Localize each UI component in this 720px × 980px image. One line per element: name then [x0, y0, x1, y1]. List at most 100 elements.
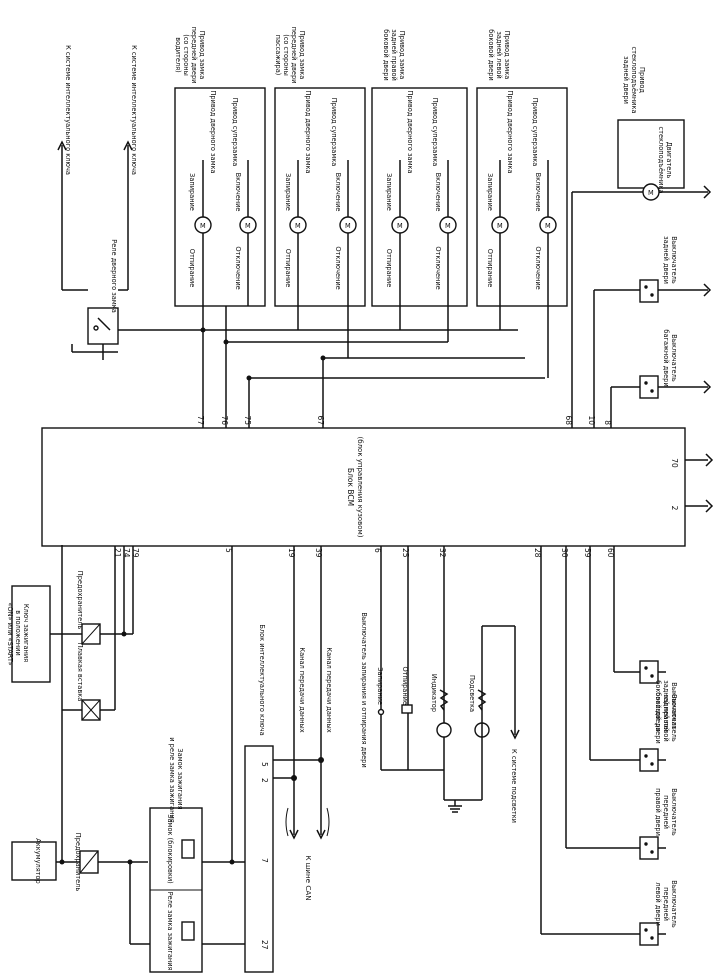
rear-motor-label: Двигательстеклоподъёмника: [657, 127, 673, 194]
actuator-2-motor1: Привод дверного замка: [304, 90, 312, 173]
actuator-2-motor2: Привод суперзамка: [330, 98, 338, 167]
door-switch-fl: Выключательпереднейлевой двери: [540, 546, 678, 946]
bcm-pin-28: 28: [533, 548, 542, 558]
smart-key-pin-7: 7: [260, 858, 269, 863]
bcm-frame: [41, 427, 686, 547]
svg-text:M: M: [245, 222, 251, 230]
actuator-1-unlock: Отпирание: [188, 249, 196, 288]
bcm-pin-6: 6: [373, 548, 382, 553]
actuator-2: Привод замкапередней двери(со стороныпас…: [274, 27, 366, 358]
bcm-pin-59: 59: [583, 548, 592, 558]
actuator-2-lock: Запирание: [284, 173, 292, 211]
ignition-key: Ключ зажигания в положении «ON» или «STA…: [6, 585, 51, 683]
svg-text:M: M: [545, 222, 551, 230]
actuator-4-lock: Запирание: [486, 173, 494, 211]
bcm-pin-19: 19: [287, 548, 296, 558]
can-low-label: Канал передачи данных: [325, 647, 333, 732]
bcm-pin-70: 70: [670, 458, 679, 468]
actuator-3-unlock: Отпирание: [385, 249, 393, 288]
bcm-pin-32: 32: [438, 548, 447, 558]
actuator-1-off: Отключение: [234, 246, 242, 289]
actuator-1-motor2: Привод суперзамка: [231, 98, 239, 167]
bcm-pin-75: 75: [243, 415, 252, 425]
actuator-4-unlock: Отпирание: [486, 249, 494, 288]
can-bracket: [285, 807, 330, 837]
smart-key-pin-27: 27: [260, 940, 269, 950]
bcm-pin-68: 68: [564, 415, 573, 425]
svg-text:M: M: [445, 222, 451, 230]
actuator-1-motor1: Привод дверного замка: [209, 90, 217, 173]
ignition-label: Ключ зажигания в положении «ON» или «STA…: [6, 602, 30, 665]
actuator-2-title: Привод замкапередней двери(со стороныпас…: [274, 27, 306, 84]
actuator-4-motor2: Привод суперзамка: [531, 98, 539, 167]
actuator-4-motor1: Привод дверного замка: [506, 90, 514, 173]
door-lock-relay-label: Реле дверного замка: [110, 239, 118, 313]
rear-switch-2-label: Выключательбагажной двери: [662, 329, 678, 386]
bcm-pin-21: 21: [113, 548, 122, 558]
actuator-4: Привод замказадней левойбоковой двери M …: [476, 29, 568, 378]
svg-text:M: M: [200, 222, 206, 230]
svg-text:M: M: [497, 222, 503, 230]
door-switch-fr-label: Выключательпереднейправой двери: [654, 788, 678, 836]
actuator-4-title: Привод замказадней левойбоковой двери: [487, 29, 511, 80]
bcm-pin-39: 39: [314, 548, 323, 558]
bcm-pin-2: 2: [670, 506, 679, 511]
rear-switch-1-label: Выключательзадней двери: [662, 236, 678, 284]
smart-key-pin-5: 5: [260, 762, 269, 767]
ignition-lock-label: Замок (блокировки): [166, 814, 174, 883]
rear-switch-1: Выключательзадней двери: [593, 236, 712, 428]
bcm-pin-10: 10: [587, 415, 596, 425]
fuse-link-label: Плавкая вставка: [76, 643, 84, 702]
bcm-title: Блок BCM: [346, 468, 355, 506]
to-intel-1-label: К системе интеллектуального ключа: [64, 45, 72, 175]
bcm-pin-25: 25: [401, 548, 410, 558]
door-switch-fl-label: Выключательпереднейлевой двери: [654, 880, 678, 928]
actuator-1-on: Включение: [234, 173, 242, 212]
rear-switch-2: Выключательбагажной двери: [610, 329, 712, 428]
lock-contact: [377, 708, 385, 716]
switch-lock-label: Запирание: [376, 667, 384, 705]
fuses: Предохранитель Плавкая вставка Предохран…: [50, 545, 134, 892]
switch-ground: [448, 805, 462, 813]
ignition-lock-contact: [181, 839, 195, 859]
svg-text:M: M: [345, 222, 351, 230]
svg-text:M: M: [648, 189, 654, 197]
bcm-pin-79: 79: [131, 548, 140, 558]
actuator-bus: [118, 327, 545, 428]
fuse-1-label: Предохранитель: [74, 833, 82, 892]
indicator-led: [436, 722, 452, 738]
battery: Аккумулятор: [11, 838, 148, 884]
can-high-label: Канал передачи данных: [298, 647, 306, 732]
smart-key-label: Блок интеллектуального ключа: [258, 624, 266, 735]
indicator-resistor: [439, 689, 449, 711]
actuator-4-off: Отключение: [534, 246, 542, 289]
actuator-1: Привод замкапередней двери(со сторонывод…: [174, 27, 266, 342]
switch-backlight-label: Подсветка: [468, 675, 476, 712]
switch-indicator-label: Индикатор: [430, 674, 438, 712]
door-lock-switch: Выключатель запирания и отпирания двери …: [360, 546, 520, 823]
actuator-4-on: Включение: [534, 173, 542, 212]
bcm-pin-67: 67: [316, 415, 325, 425]
bcm-pin-60: 60: [606, 548, 615, 558]
battery-label: Аккумулятор: [34, 838, 42, 884]
rear-motor-arrow: [703, 185, 712, 199]
smart-key-unit: Блок интеллектуального ключа 7 27 2 5 Ка…: [229, 546, 333, 973]
relay-arrows: [57, 140, 133, 151]
backlight-arrow: [510, 729, 520, 740]
actuator-1-title: Привод замкапередней двери(со сторонывод…: [174, 27, 206, 84]
door-switch-rr-label: Выключательзадней правойбоковой двери: [654, 680, 678, 732]
bcm-pin-77: 77: [196, 415, 205, 425]
actuator-3-title: Привод замказадней правойбоковой двери: [382, 29, 406, 81]
door-switch-fr: Выключательпереднейправой двери: [565, 546, 678, 860]
actuator-3-motor1: Привод дверного замка: [406, 90, 414, 173]
ignition-relay-block: Замок зажигания и реле замка зажигания З…: [127, 737, 245, 973]
bcm-pin-30: 30: [560, 548, 569, 558]
switch-unlock-label: Отпирание: [401, 666, 409, 705]
door-switch-rl-label: Выключательзадней левойбоковой двери: [654, 692, 678, 743]
bcm-pin-76: 76: [220, 415, 229, 425]
smart-key-pin-2: 2: [260, 778, 269, 783]
actuator-2-unlock: Отпирание: [284, 249, 292, 288]
ignition-relay-label: Замок зажигания и реле замка зажигания: [168, 737, 184, 823]
door-switch-rl: Выключательзадней левойбоковой двери: [589, 546, 678, 772]
